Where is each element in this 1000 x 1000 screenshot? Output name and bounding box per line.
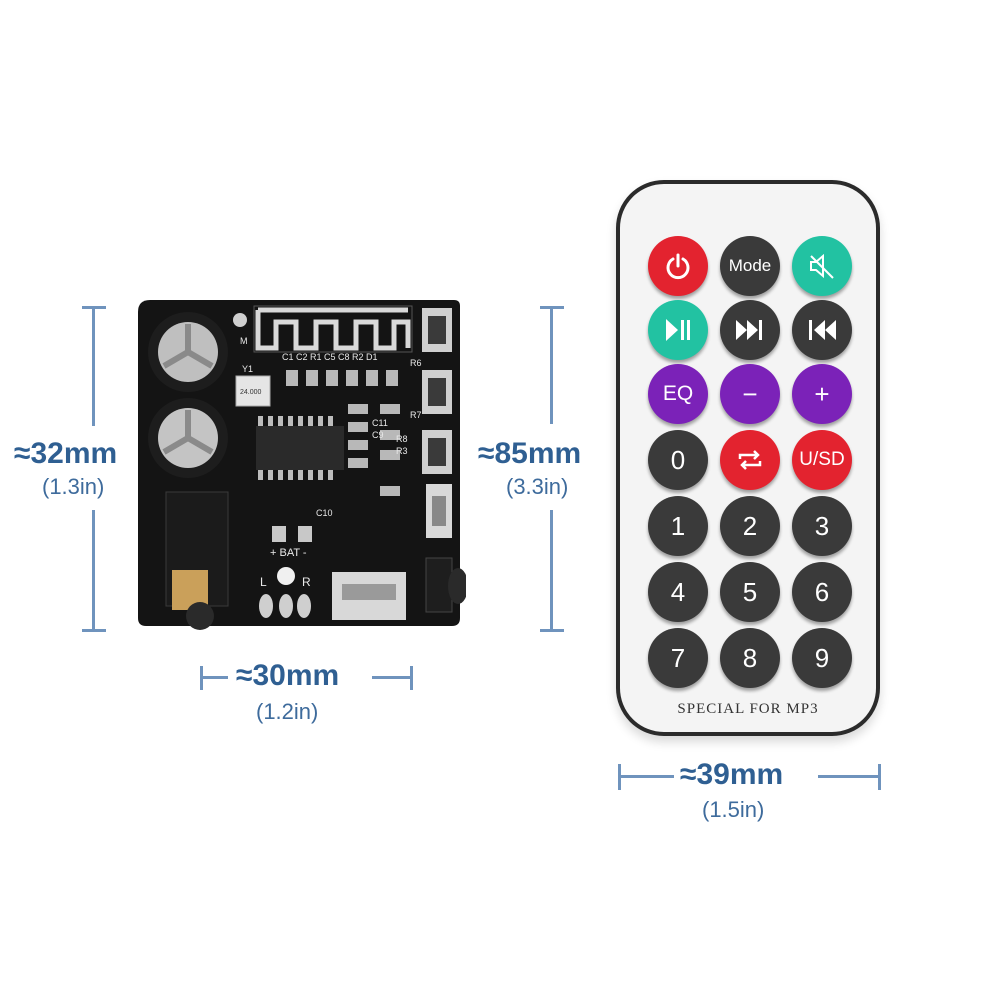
silk-c11: C11	[372, 418, 388, 428]
volume-up-button[interactable]: +	[792, 364, 852, 424]
digit-0-button[interactable]: 0	[648, 430, 708, 490]
repeat-icon	[738, 450, 762, 470]
remote-width-line-left	[618, 775, 674, 778]
remote-caption: SPECIAL FOR MP3	[677, 701, 819, 717]
digit-1-label: 1	[670, 510, 686, 541]
silk-r6: R6	[410, 358, 422, 368]
eq-button[interactable]: EQ	[648, 364, 708, 424]
digit-4-label: 4	[670, 576, 686, 607]
volume-up-label: +	[814, 378, 830, 409]
digit-3-label: 3	[814, 510, 830, 541]
digit-9-label: 9	[814, 642, 830, 673]
mode-label: Mode	[728, 256, 772, 275]
digit-2-button[interactable]: 2	[720, 496, 780, 556]
volume-down-label: −	[742, 378, 758, 409]
digit-6-button[interactable]: 6	[792, 562, 852, 622]
play-pause-button[interactable]	[648, 300, 708, 360]
board-height-line-upper	[92, 306, 95, 426]
remote-height-inches: (3.3in)	[506, 474, 569, 499]
remote-height-line-upper	[550, 306, 553, 424]
board-height-inches: (1.3in)	[42, 474, 105, 499]
previous-track-button[interactable]	[792, 300, 852, 360]
remote-width-label: ≈39mm	[680, 758, 784, 791]
digit-8-button[interactable]: 8	[720, 628, 780, 688]
ir-remote-control: Mode EQ − + 0	[616, 180, 880, 736]
next-track-button[interactable]	[720, 300, 780, 360]
board-width-line-left	[200, 676, 228, 679]
digit-5-button[interactable]: 5	[720, 562, 780, 622]
remote-width-line-right	[818, 775, 880, 778]
digit-8-label: 8	[742, 642, 758, 673]
silk-crystal: 24.000	[240, 389, 262, 396]
side-buttons	[422, 308, 452, 538]
silk-r3: R3	[396, 446, 408, 456]
capacitor-bottom	[148, 398, 228, 478]
board-width-line-right	[372, 676, 412, 679]
power-icon	[666, 253, 690, 280]
silk-y1: Y1	[242, 364, 253, 374]
digit-1-button[interactable]: 1	[648, 496, 708, 556]
board-width-inches: (1.2in)	[256, 699, 319, 724]
power-button[interactable]	[648, 236, 708, 296]
volume-down-button[interactable]: −	[720, 364, 780, 424]
capacitor-top	[148, 312, 228, 392]
board-width-label: ≈30mm	[236, 659, 340, 692]
board-height-bottom-tick	[82, 629, 106, 632]
next-icon	[736, 320, 762, 340]
digit-7-label: 7	[670, 642, 686, 673]
silk-right: R	[302, 575, 311, 589]
usb-sd-button[interactable]: U/SD	[792, 430, 852, 490]
remote-width-inches: (1.5in)	[702, 797, 765, 822]
mode-button[interactable]: Mode	[720, 236, 780, 296]
digit-9-button[interactable]: 9	[792, 628, 852, 688]
board-illustration: C1 C2 R1 C5 C8 R2 D1 Y1 24.000 R6 R7 C11…	[138, 300, 468, 630]
digit-4-button[interactable]: 4	[648, 562, 708, 622]
digit-7-button[interactable]: 7	[648, 628, 708, 688]
silk-r8: R8	[396, 434, 408, 444]
bluetooth-audio-board: C1 C2 R1 C5 C8 R2 D1 Y1 24.000 R6 R7 C11…	[136, 300, 468, 630]
digit-2-label: 2	[742, 510, 758, 541]
digit-3-button[interactable]: 3	[792, 496, 852, 556]
silk-m: M	[240, 336, 248, 346]
remote-height-line-lower	[550, 510, 553, 632]
remote-height-label: ≈85mm	[478, 437, 582, 470]
board-width-right-tick	[410, 666, 413, 690]
digit-0-label: 0	[670, 444, 686, 475]
mute-icon	[810, 253, 834, 279]
silk-row1: C1 C2 R1 C5 C8 R2 D1	[282, 352, 378, 362]
eq-label: EQ	[662, 382, 694, 405]
silk-left: L	[260, 575, 267, 589]
repeat-button[interactable]	[720, 430, 780, 490]
board-height-label: ≈32mm	[14, 437, 118, 470]
digit-5-label: 5	[742, 576, 758, 607]
silk-c10: C10	[316, 508, 333, 518]
digit-6-label: 6	[814, 576, 830, 607]
silk-c9: C9	[372, 430, 384, 440]
previous-icon	[809, 320, 836, 340]
play-pause-icon	[666, 319, 690, 341]
remote-width-right-tick	[878, 764, 881, 790]
silk-r7: R7	[410, 410, 422, 420]
usb-sd-label: U/SD	[799, 449, 845, 470]
mute-button[interactable]	[792, 236, 852, 296]
silk-bat: + BAT -	[270, 547, 307, 559]
remote-height-bottom-tick	[540, 629, 564, 632]
board-height-line-lower	[92, 510, 95, 632]
